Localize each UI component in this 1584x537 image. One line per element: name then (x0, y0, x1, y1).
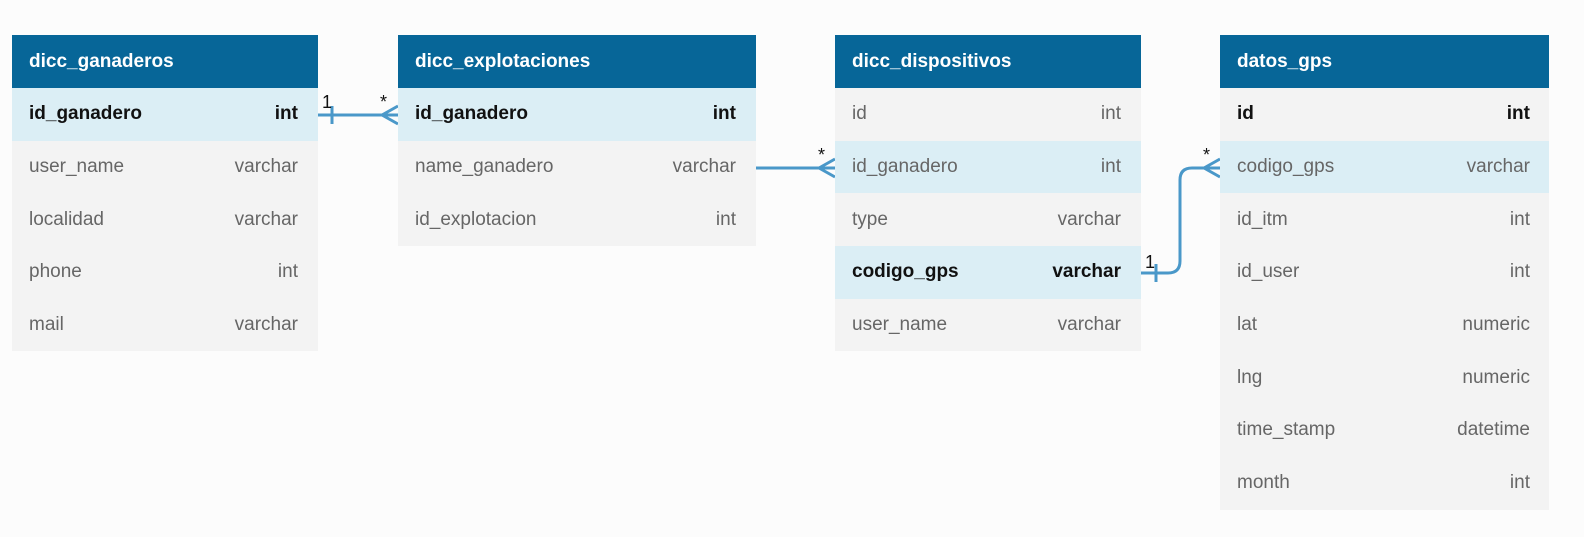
relation-explotaciones-dispositivos (756, 157, 836, 179)
cardinality-one-label: 1 (322, 92, 332, 112)
field-name: id_explotacion (415, 208, 537, 230)
field-name: user_name (29, 156, 125, 178)
table-row[interactable]: id int (1220, 88, 1549, 141)
table-row[interactable]: lng numeric (1220, 351, 1549, 405)
table-title[interactable]: dicc_dispositivos (835, 35, 1141, 88)
field-type: int (1509, 472, 1530, 494)
field-name: mail (29, 314, 64, 336)
table-row[interactable]: id_ganadero int (835, 140, 1141, 194)
cardinality-many-label: * (380, 92, 387, 112)
table-row[interactable]: id_itm int (1220, 193, 1549, 247)
field-type: int (1506, 103, 1530, 125)
table-row[interactable]: id_user int (1220, 246, 1549, 299)
relation-dispositivos-datos-gps (1141, 157, 1221, 282)
field-name: id (1237, 103, 1254, 125)
field-name: id_user (1237, 261, 1300, 283)
field-name: month (1237, 472, 1290, 494)
field-type: int (712, 103, 736, 125)
field-name: name_ganadero (415, 156, 554, 178)
field-name: lng (1237, 366, 1263, 388)
field-type: varchar (1052, 261, 1121, 283)
table-row[interactable]: name_ganadero varchar (398, 140, 756, 194)
table-row[interactable]: user_name varchar (835, 298, 1141, 352)
table-row[interactable]: id_ganadero int (398, 88, 756, 141)
table-title[interactable]: datos_gps (1220, 35, 1549, 88)
field-name: type (852, 208, 888, 230)
field-type: int (1100, 103, 1121, 125)
table-row[interactable]: user_name varchar (12, 140, 318, 194)
table-row[interactable]: type varchar (835, 193, 1141, 247)
field-name: time_stamp (1237, 419, 1336, 441)
field-name: id_ganadero (852, 156, 958, 178)
field-name: phone (29, 261, 82, 283)
table-row[interactable]: id_ganadero int (12, 88, 318, 141)
field-type: int (274, 103, 298, 125)
field-name: user_name (852, 314, 948, 336)
relation-ganaderos-explotaciones (318, 104, 399, 126)
table-row[interactable]: time_stamp datetime (1220, 404, 1549, 457)
field-type: varchar (672, 156, 736, 178)
table-row[interactable]: phone int (12, 246, 318, 299)
table-row[interactable]: localidad varchar (12, 193, 318, 247)
table-row[interactable]: codigo_gps varchar (1220, 140, 1549, 194)
field-name: codigo_gps (852, 261, 959, 283)
table-row[interactable]: codigo_gps varchar (835, 246, 1141, 299)
cardinality-many-label: * (1203, 145, 1210, 165)
field-name: localidad (29, 208, 104, 230)
field-type: int (1509, 208, 1530, 230)
field-type: numeric (1462, 366, 1530, 388)
field-name: lat (1237, 314, 1258, 336)
table-row[interactable]: month int (1220, 456, 1549, 510)
field-name: codigo_gps (1237, 156, 1335, 178)
field-type: varchar (1057, 208, 1121, 230)
field-name: id (852, 103, 867, 125)
table-row[interactable]: id_explotacion int (398, 193, 756, 247)
field-type: int (1509, 261, 1530, 283)
table-dicc-dispositivos[interactable]: dicc_dispositivos id int id_ganadero int t… (835, 35, 1141, 352)
field-name: id_ganadero (29, 103, 142, 125)
field-type: varchar (234, 208, 298, 230)
field-type: int (277, 261, 298, 283)
field-type: int (715, 208, 736, 230)
table-title[interactable]: dicc_ganaderos (12, 35, 318, 88)
table-row[interactable]: lat numeric (1220, 298, 1549, 352)
table-row[interactable]: mail varchar (12, 298, 318, 352)
field-type: varchar (1466, 156, 1530, 178)
table-title[interactable]: dicc_explotaciones (398, 35, 756, 88)
table-row[interactable]: id int (835, 88, 1141, 141)
field-type: varchar (234, 314, 298, 336)
cardinality-one-label: 1 (1145, 252, 1155, 272)
field-type: varchar (1057, 314, 1121, 336)
field-type: int (1100, 156, 1121, 178)
field-type: numeric (1462, 314, 1530, 336)
table-datos-gps[interactable]: datos_gps id int codigo_gps varchar id_itm… (1220, 35, 1549, 510)
field-name: id_ganadero (415, 103, 528, 125)
field-type: varchar (234, 156, 298, 178)
field-name: id_itm (1237, 208, 1288, 230)
field-type: datetime (1457, 419, 1530, 441)
cardinality-many-label: * (818, 145, 825, 165)
